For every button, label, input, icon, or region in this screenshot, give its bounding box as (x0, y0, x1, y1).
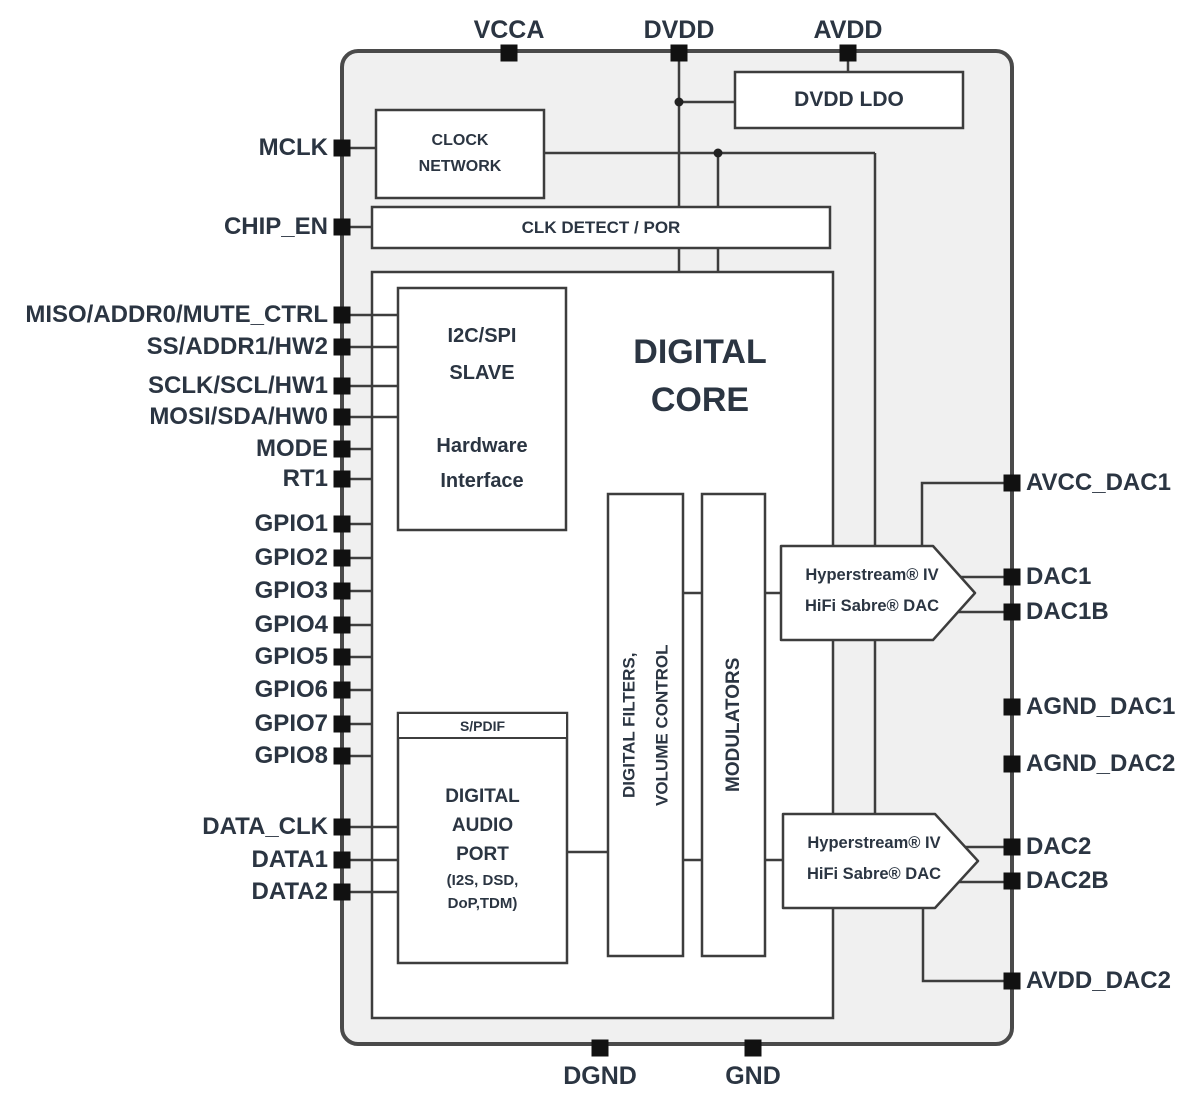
clock-network-label: CLOCK NETWORK (418, 132, 502, 175)
pin-data-clk (333, 818, 351, 836)
pin-agnd-dac1 (1003, 698, 1021, 716)
pin-avdd (839, 44, 857, 62)
digital-core-label: DIGITAL CORE (633, 333, 767, 419)
pin-label-gpio6: GPIO6 (254, 676, 328, 703)
audio-port-line2: AUDIO (451, 815, 514, 836)
digital-audio-port-box (396, 711, 569, 965)
pin-label-sclk: SCLK/SCL/HW1 (148, 372, 328, 399)
pin-gpio3 (333, 582, 351, 600)
dvdd-ldo-label: DVDD LDO (794, 88, 904, 111)
pin-gpio7 (333, 715, 351, 733)
audio-port-line3: PORT (456, 844, 509, 865)
dvdd-ldo-box (733, 70, 965, 130)
pin-label-agnd-dac1: AGND_DAC1 (1026, 693, 1176, 720)
pin-label-dac2b: DAC2B (1026, 867, 1109, 894)
pin-mosi (333, 408, 351, 426)
pin-gpio6 (333, 681, 351, 699)
wire-avdd-dac2 (921, 908, 1012, 983)
junction-dot-clock (713, 148, 723, 158)
pin-label-ss: SS/ADDR1/HW2 (146, 333, 328, 360)
pin-label-gpio5: GPIO5 (254, 643, 328, 670)
pin-miso (333, 306, 351, 324)
pin-label-gpio7: GPIO7 (254, 710, 328, 737)
pin-label-avdd: AVDD (813, 16, 883, 44)
digital-filters-box (606, 492, 685, 958)
hyperstream-dac1-shape (779, 544, 977, 642)
pin-squares (333, 44, 1021, 1057)
pin-gpio2 (333, 549, 351, 567)
audio-port-line5: DoP,TDM) (447, 895, 518, 912)
pin-label-dac2: DAC2 (1026, 833, 1092, 860)
pin-label-gpio4: GPIO4 (254, 611, 328, 638)
pin-ss (333, 338, 351, 356)
digital-filters-label: DIGITAL FILTERS, VOLUME CONTROL (619, 644, 672, 806)
pin-label-gpio8: GPIO8 (254, 742, 328, 769)
pin-dac2b (1003, 872, 1021, 890)
pin-label-gpio2: GPIO2 (254, 544, 328, 571)
pin-gnd (744, 1039, 762, 1057)
pin-dac2 (1003, 838, 1021, 856)
pin-label-gnd: GND (725, 1062, 781, 1090)
audio-port-line4: (I2S, DSD, (446, 872, 519, 889)
pin-gpio8 (333, 747, 351, 765)
hyperstream-dac2-label: Hyperstream® IV HiFi Sabre® DAC (806, 834, 942, 883)
pin-label-vcca: VCCA (473, 16, 545, 44)
pin-dgnd (591, 1039, 609, 1057)
i2c-spi-slave-box (396, 286, 568, 532)
pin-gpio4 (333, 616, 351, 634)
clk-detect-por-label: CLK DETECT / POR (521, 217, 681, 237)
pin-label-gpio3: GPIO3 (254, 577, 328, 604)
pin-label-mclk: MCLK (258, 134, 328, 161)
hardware-interface-label: Hardware Interface (436, 435, 528, 492)
pin-label-mode: MODE (256, 435, 328, 462)
pin-label-agnd-dac2: AGND_DAC2 (1026, 750, 1176, 777)
pin-agnd-dac2 (1003, 755, 1021, 773)
pin-sclk (333, 377, 351, 395)
pin-label-data2: DATA2 (251, 878, 328, 905)
pin-label-dac1: DAC1 (1026, 563, 1092, 590)
spdif-label: S/PDIF (459, 717, 506, 734)
pin-dac1b (1003, 603, 1021, 621)
pin-data1 (333, 851, 351, 869)
pin-avcc-dac1 (1003, 474, 1021, 492)
digital-audio-port-label: DIGITAL AUDIO PORT (I2S, DSD, DoP,TDM) (398, 782, 567, 915)
pin-label-avcc-dac1: AVCC_DAC1 (1026, 469, 1171, 496)
modulators-label: MODULATORS (723, 657, 744, 793)
pin-gpio5 (333, 648, 351, 666)
pin-chip-en (333, 218, 351, 236)
modulators-box (700, 492, 767, 958)
audio-port-line1: DIGITAL (445, 786, 520, 807)
pin-dvdd (670, 44, 688, 62)
pin-label-dac1b: DAC1B (1026, 598, 1109, 625)
hyperstream-dac1-label: Hyperstream® IV HiFi Sabre® DAC (804, 566, 940, 615)
pin-data2 (333, 883, 351, 901)
pin-label-gpio1: GPIO1 (254, 510, 328, 537)
i2c-spi-slave-label: I2C/SPI SLAVE (447, 325, 517, 384)
spdif-box (397, 712, 568, 739)
pin-label-data1: DATA1 (251, 846, 328, 873)
pin-rt1 (333, 470, 351, 488)
pin-label-avdd-dac2: AVDD_DAC2 (1026, 967, 1171, 994)
pin-gpio1 (333, 515, 351, 533)
pin-label-rt1: RT1 (282, 465, 328, 492)
junction-dot-dvdd (674, 97, 684, 107)
pin-mode (333, 440, 351, 458)
clk-detect-por-box (370, 205, 832, 250)
wire-avcc-dac1 (920, 481, 1012, 546)
pin-label-data-clk: DATA_CLK (202, 813, 328, 840)
pin-label-dvdd: DVDD (643, 16, 715, 44)
pin-label-miso: MISO/ADDR0/MUTE_CTRL (25, 301, 328, 328)
pin-vcca (500, 44, 518, 62)
hyperstream-dac2-shape (781, 812, 980, 910)
pin-label-dgnd: DGND (563, 1062, 637, 1090)
pin-avdd-dac2 (1003, 972, 1021, 990)
clock-network-box (374, 108, 546, 200)
pin-mclk (333, 139, 351, 157)
pin-label-mosi: MOSI/SDA/HW0 (149, 403, 328, 430)
pin-label-chip-en: CHIP_EN (223, 213, 328, 240)
pin-dac1 (1003, 568, 1021, 586)
